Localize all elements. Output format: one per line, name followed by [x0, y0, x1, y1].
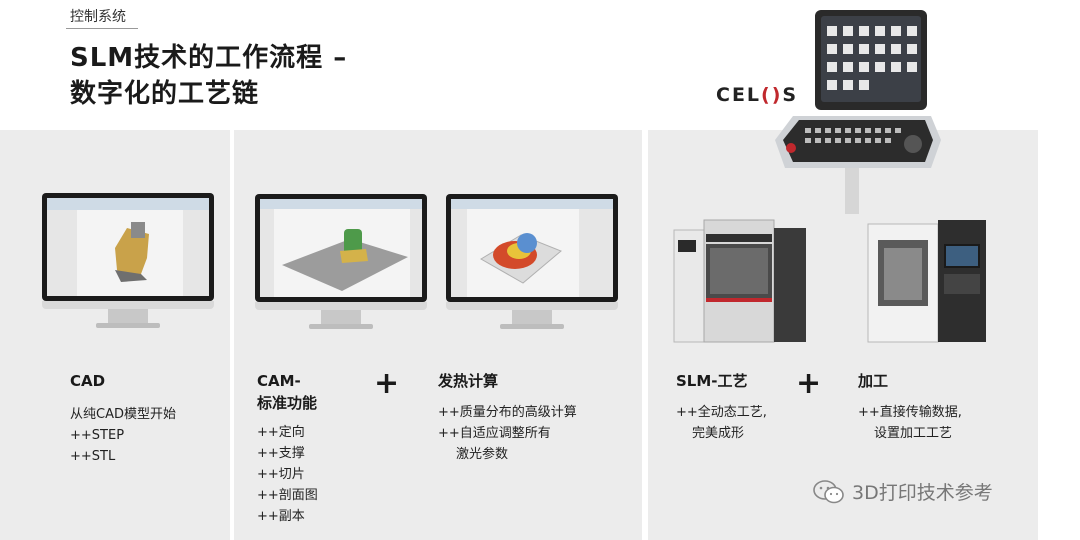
heat-line-2: ++自适应调整所有	[438, 426, 551, 441]
title-line-2: 数字化的工艺链	[70, 79, 260, 109]
cad-label: CAD	[70, 372, 106, 390]
heat-line-3: 激光参数	[456, 447, 509, 462]
heat-label: 发热计算	[438, 372, 499, 390]
cad-line-1: 从纯CAD模型开始	[70, 407, 176, 422]
cad-screen-icon	[47, 198, 209, 296]
cam-line-1: ++定向	[257, 425, 305, 440]
machining-description: ++直接传输数据, 设置加工工艺	[858, 402, 962, 444]
watermark: 3D打印技术参考	[812, 478, 993, 505]
cam-label-line-2: 标准功能	[257, 394, 318, 412]
cam-line-3: ++切片	[257, 467, 305, 482]
heat-monitor-image	[446, 194, 618, 334]
wechat-icon	[813, 479, 844, 503]
heat-screen-icon	[451, 199, 613, 297]
slm-description: ++全动态工艺, 完美成形	[676, 402, 767, 444]
watermark-text: 3D打印技术参考	[852, 482, 993, 504]
cam-label-line-1: CAM-	[257, 372, 301, 390]
machining-center-image	[867, 220, 986, 343]
cam-screen-icon	[260, 199, 422, 297]
cam-line-4: ++剖面图	[257, 488, 318, 503]
cad-line-2: ++STEP	[70, 428, 125, 443]
slm-line-1: ++全动态工艺,	[676, 405, 767, 420]
cam-line-5: ++副本	[257, 509, 305, 524]
heat-line-1: ++质量分布的高级计算	[438, 405, 577, 420]
slm-label: SLM-工艺	[676, 372, 748, 390]
plus-sign-machine: +	[796, 366, 822, 401]
cam-monitor-image	[255, 194, 427, 334]
heat-description: ++质量分布的高级计算 ++自适应调整所有 激光参数	[438, 402, 577, 465]
cam-description: ++定向 ++支撑 ++切片 ++剖面图 ++副本	[257, 422, 318, 527]
cad-monitor-image	[42, 193, 214, 333]
panel-cad	[0, 130, 230, 540]
title-line-1: SLM技术的工作流程 –	[70, 43, 348, 73]
page-title: SLM技术的工作流程 – 数字化的工艺链	[70, 40, 347, 112]
category-underline	[66, 28, 138, 29]
machining-line-1: ++直接传输数据,	[858, 405, 962, 420]
slm-machine-image	[673, 219, 806, 343]
plus-sign-cam: +	[374, 366, 400, 401]
cam-label: CAM- 标准功能	[257, 370, 317, 414]
cad-description: 从纯CAD模型开始 ++STEP ++STL	[70, 404, 176, 467]
slm-line-2: 完美成形	[692, 426, 745, 441]
celos-control-panel-image	[775, 10, 941, 214]
category-label: 控制系统	[70, 9, 126, 25]
cad-line-3: ++STL	[70, 449, 116, 464]
machining-label: 加工	[858, 372, 889, 390]
machining-line-2: 设置加工工艺	[874, 426, 953, 441]
celos-logo: CEL()S	[716, 84, 799, 106]
cam-line-2: ++支撑	[257, 446, 305, 461]
